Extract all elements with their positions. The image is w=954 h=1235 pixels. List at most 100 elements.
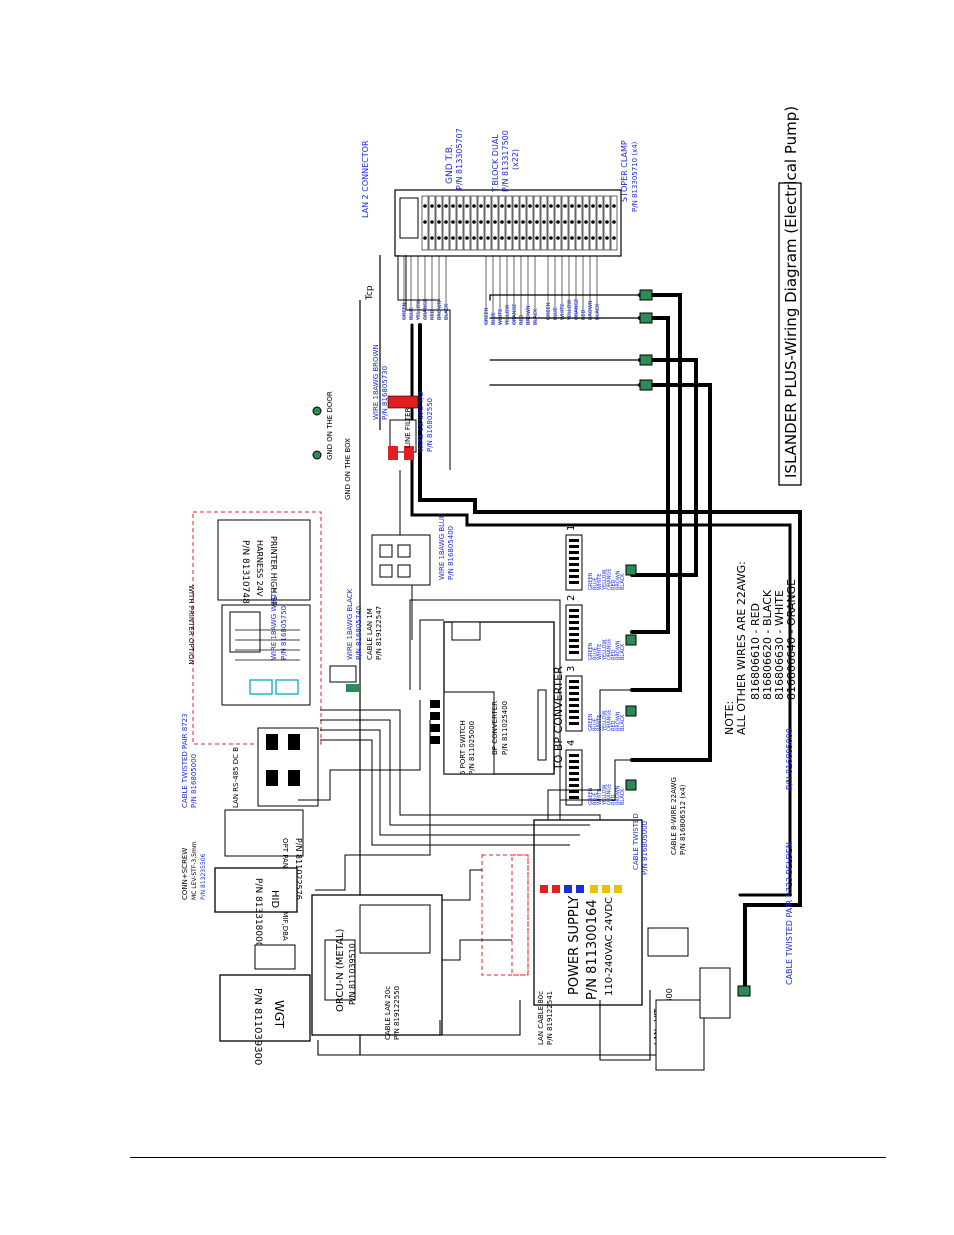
cable-belden-label: CABLE TWISTED PAIR 8723 BELDEN bbox=[785, 842, 794, 985]
terminal-screw bbox=[472, 236, 476, 240]
wire-color-label: GREEN bbox=[484, 307, 490, 325]
pump-wire-label: BLUE bbox=[593, 647, 599, 660]
terminal-screw bbox=[472, 220, 476, 224]
terminal-screw bbox=[605, 204, 609, 208]
terminal-screw bbox=[430, 236, 434, 240]
terminal-screw bbox=[514, 236, 518, 240]
terminal-screw bbox=[528, 220, 532, 224]
cable8-pn: P/N 816806512 (x4) bbox=[679, 784, 687, 855]
wire-color-label: YELLOW bbox=[567, 299, 573, 321]
connector-pin bbox=[569, 686, 579, 689]
terminal-screw bbox=[563, 236, 567, 240]
cable-belden-pn: P/N 816805000 bbox=[785, 728, 794, 790]
terminal-screw bbox=[423, 220, 427, 224]
wire-color-label: ORANGE bbox=[423, 299, 429, 320]
connector-pin bbox=[569, 692, 579, 695]
connector-pin bbox=[569, 545, 579, 548]
tblock-label: T.BLOCK DUAL bbox=[491, 134, 500, 193]
terminal-screw bbox=[514, 204, 518, 208]
terminal-screw bbox=[528, 204, 532, 208]
power-supply-spec: 110-240VAC 24VDC bbox=[604, 897, 615, 996]
tcp-label: Tcp bbox=[365, 285, 375, 301]
pump-wire-label: BLACK bbox=[620, 573, 626, 590]
pump-wire-label: RED bbox=[611, 649, 617, 660]
terminal-screw bbox=[591, 220, 595, 224]
terminal-screw bbox=[598, 236, 602, 240]
wire-yg-pn: P/N 816802550 bbox=[426, 398, 434, 452]
terminal-screw bbox=[500, 236, 504, 240]
terminal-screw bbox=[423, 204, 427, 208]
terminal-screw bbox=[570, 220, 574, 224]
power-supply: POWER SUPPLY P/N 811300164 110-240VAC 24… bbox=[481, 728, 794, 1050]
cable-twisted-pair-label: CABLE TWISTED PAIR 8723 bbox=[181, 713, 189, 808]
pump-wire-label: RED bbox=[611, 579, 617, 590]
lan2-connector-label: LAN 2 CONNECTOR bbox=[361, 140, 370, 218]
lan-rs485-section: CABLE TWISTED PAIR 8723 P/N 816805000 LA… bbox=[181, 713, 319, 941]
terminal-screw bbox=[542, 220, 546, 224]
terminal-screw bbox=[556, 236, 560, 240]
terminal-screw bbox=[430, 204, 434, 208]
pump-wire-label: YELLOW bbox=[602, 569, 608, 591]
wire-white-pn: P/N 816805750 bbox=[280, 606, 288, 660]
wire-color-label: GREEN bbox=[546, 302, 552, 320]
terminal-screw bbox=[507, 204, 511, 208]
conn-screw-spec: MC LEV-STF-3,5mm bbox=[191, 841, 198, 900]
pump-wire-label: BROWN bbox=[616, 711, 622, 731]
pump-number: 4 bbox=[566, 740, 577, 746]
wire-brown-pn: P/N 816805730 bbox=[381, 366, 389, 420]
note-title: NOTE: bbox=[723, 701, 736, 735]
gnd-tb-label: GND T.B. bbox=[445, 144, 455, 184]
stoper-clamp-label: STOPER CLAMP bbox=[620, 140, 629, 202]
cable-twisted-pair-pn: P/N 816805000 bbox=[190, 754, 198, 808]
terminal-screw bbox=[493, 220, 497, 224]
terminal-screw bbox=[458, 236, 462, 240]
pump-wire-label: ORANGE bbox=[606, 710, 612, 731]
stoper-clamp-pn: P/N 813305710 (x4) bbox=[631, 141, 639, 212]
hid-device: P/N 813318000 HID bbox=[214, 867, 298, 948]
cable-twisted-pn: P/N 816805000 bbox=[641, 821, 649, 875]
wire-black-label: WIRE 18AWG BLACK bbox=[346, 588, 354, 660]
hid-label: HID bbox=[269, 890, 280, 908]
cable-lan20-pn: P/N 819122550 bbox=[393, 986, 401, 1040]
bp-converter-label: BP CONVERTER bbox=[491, 701, 499, 755]
connector-pin bbox=[569, 778, 579, 781]
gnd-door-label: GND ON THE DOOR bbox=[326, 391, 334, 460]
pump-wire-label: BLUE bbox=[593, 718, 599, 731]
power-supply-pn: P/N 811300164 bbox=[585, 899, 600, 1000]
terminal-screw bbox=[556, 220, 560, 224]
terminal-screw bbox=[563, 204, 567, 208]
connector-pin bbox=[569, 796, 579, 799]
connector-pin bbox=[569, 790, 579, 793]
to-bp-converter: TO BP CONVERTER bbox=[552, 666, 565, 771]
connector-pin bbox=[569, 784, 579, 787]
note-line3: 816806620 - BLACK bbox=[761, 589, 774, 700]
terminal-screw bbox=[570, 204, 574, 208]
connector-pin bbox=[569, 557, 579, 560]
pump-wire-label: BROWN bbox=[616, 640, 622, 660]
terminal-screw bbox=[451, 220, 455, 224]
line-filter-label: LINE FILTER bbox=[404, 407, 412, 448]
terminal-screw bbox=[493, 236, 497, 240]
note-line1: ALL OTHER WIRES ARE 22AWG: bbox=[735, 561, 748, 735]
cable-lan-pn: P/N 819122547 bbox=[375, 606, 383, 660]
terminal-screw bbox=[444, 204, 448, 208]
wire-yg-label: WIRE 18AWG Y/G bbox=[417, 392, 425, 452]
wgt-label: WGT bbox=[272, 1000, 286, 1029]
connector-pin bbox=[569, 680, 579, 683]
pump-wire-label: ORANGE bbox=[606, 784, 612, 805]
wire-color-label: BLACK bbox=[444, 303, 450, 320]
terminal-screw bbox=[542, 204, 546, 208]
terminal-screw bbox=[584, 220, 588, 224]
hid-pn: P/N 813318000 bbox=[253, 878, 263, 948]
pump-wire-label: RED bbox=[611, 720, 617, 731]
terminal-screw bbox=[535, 220, 539, 224]
pump-wire-label: BROWN bbox=[616, 570, 622, 590]
orcu-label: ORCU-N (METAL) bbox=[335, 929, 346, 1012]
cable-lan-label: CABLE LAN 1M bbox=[366, 608, 374, 660]
terminal-screw bbox=[437, 204, 441, 208]
terminal-screw bbox=[479, 236, 483, 240]
pump-wire-label: BLACK bbox=[620, 643, 626, 660]
pump-wire-label: YELLOW bbox=[602, 784, 608, 806]
pump-connectors: 1GREENBLUEWHITEYELLOWORANGEREDBROWNBLACK… bbox=[565, 525, 637, 806]
terminal-screw bbox=[598, 220, 602, 224]
